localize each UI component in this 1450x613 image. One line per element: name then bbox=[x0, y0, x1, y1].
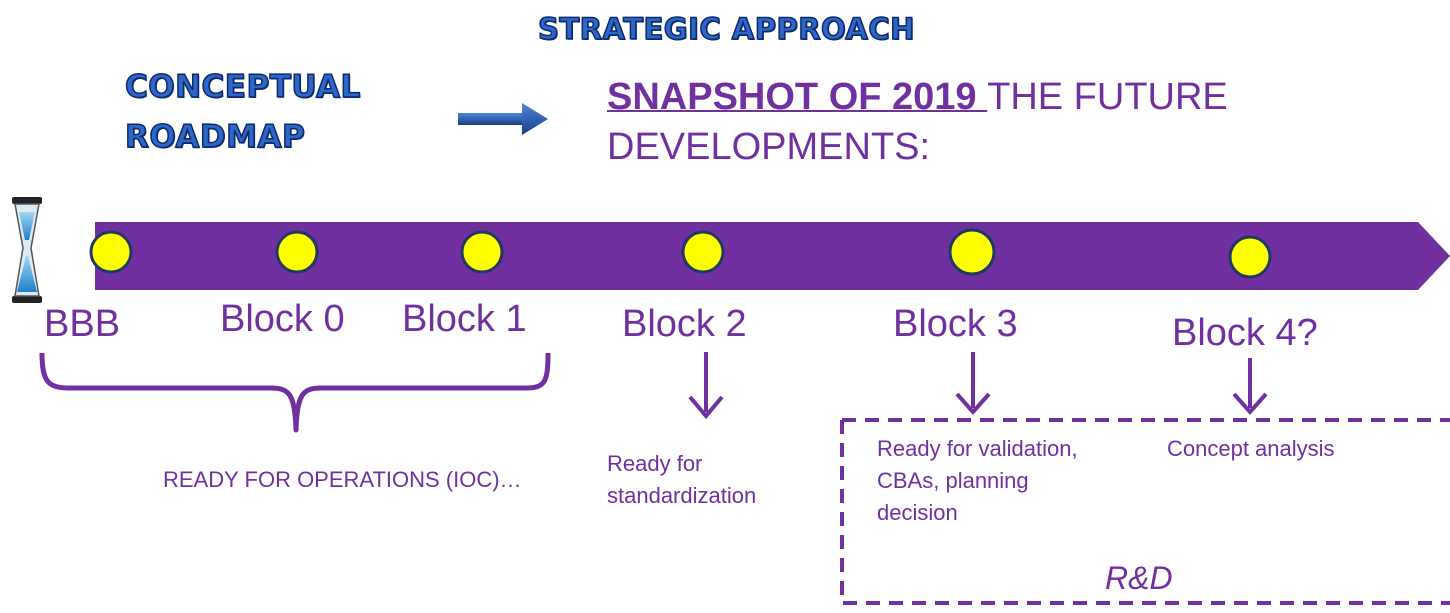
conceptual-roadmap-title: CONCEPTUAL ROADMAP bbox=[124, 62, 361, 162]
block3-note-line1: Ready for validation, bbox=[877, 436, 1078, 461]
conceptual-line: CONCEPTUAL bbox=[124, 68, 361, 106]
milestone-dot-block4 bbox=[1228, 235, 1272, 279]
block2-note-line1: Ready for bbox=[607, 451, 703, 476]
timeline-band bbox=[95, 222, 1450, 290]
milestone-label-block4: Block 4? bbox=[1172, 312, 1318, 354]
ioc-note: READY FOR OPERATIONS (IOC)… bbox=[163, 467, 522, 492]
snapshot-tail: THE FUTURE bbox=[987, 76, 1228, 118]
curly-brace bbox=[39, 352, 551, 433]
block3-note-line3: decision bbox=[877, 500, 958, 525]
block3-note: Ready for validation, CBAs, planning dec… bbox=[877, 433, 1078, 529]
down-arrow-block3 bbox=[955, 352, 991, 416]
milestone-dot-block3 bbox=[948, 228, 996, 276]
roadmap-line: ROADMAP bbox=[124, 118, 306, 156]
milestone-label-block0: Block 0 bbox=[220, 298, 345, 340]
down-arrow-block4 bbox=[1232, 358, 1268, 416]
milestone-label-block2: Block 2 bbox=[622, 303, 747, 345]
down-arrow-block2 bbox=[688, 352, 724, 420]
milestone-label-block1: Block 1 bbox=[402, 298, 527, 340]
milestone-label-block3: Block 3 bbox=[893, 303, 1018, 345]
milestone-label-bbb: BBB bbox=[44, 303, 121, 345]
snapshot-heading: SNAPSHOT OF 2019 THE FUTURE DEVELOPMENTS… bbox=[607, 72, 1228, 172]
snapshot-year: SNAPSHOT OF 2019 bbox=[607, 76, 988, 118]
milestone-dot-block1 bbox=[460, 230, 504, 274]
block2-note: Ready for standardization bbox=[607, 448, 756, 512]
strategic-approach-title: STRATEGIC APPROACH bbox=[537, 11, 915, 47]
milestone-dot-block0 bbox=[275, 230, 319, 274]
milestone-dot-bbb bbox=[89, 230, 133, 274]
snapshot-line2: DEVELOPMENTS: bbox=[607, 126, 931, 168]
milestone-dot-block2 bbox=[681, 230, 725, 274]
block4-note: Concept analysis bbox=[1167, 436, 1335, 461]
block3-note-line2: CBAs, planning bbox=[877, 468, 1029, 493]
rd-label: R&D bbox=[1105, 560, 1173, 596]
right-arrow-icon bbox=[458, 103, 548, 135]
block2-note-line2: standardization bbox=[607, 483, 757, 508]
milestones bbox=[89, 228, 1272, 279]
hourglass-icon bbox=[12, 197, 42, 303]
rd-dashed-box bbox=[840, 418, 1450, 605]
